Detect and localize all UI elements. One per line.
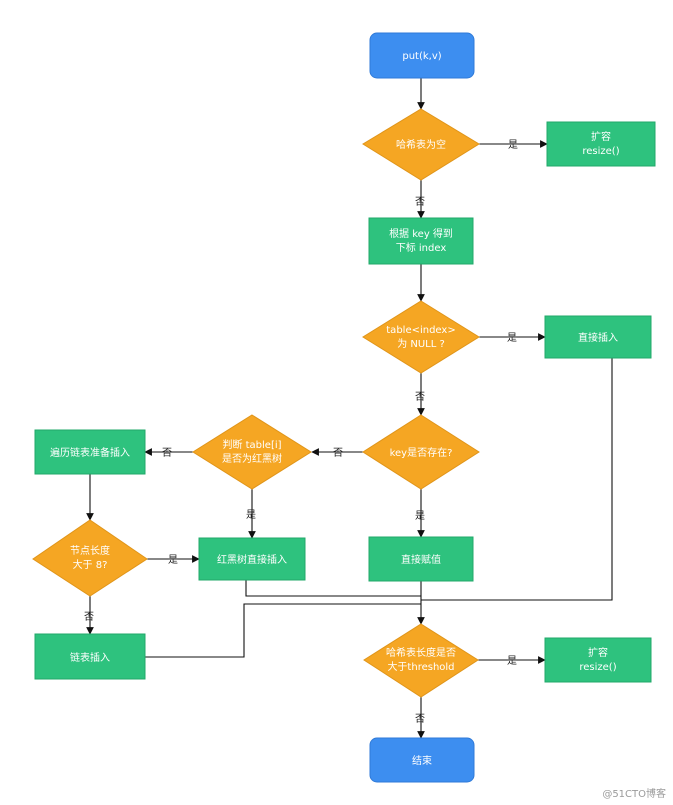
node-resize-bottom[interactable]: 扩容 resize() [544, 637, 652, 683]
node-table-null-line2: 为 NULL ? [397, 338, 445, 350]
edge-label-yes-6: 是 [507, 655, 517, 667]
edge-label-yes-3: 是 [415, 510, 425, 522]
edge-label-no-1: 否 [415, 196, 425, 208]
edge-list-insert-to-threshold [145, 603, 421, 658]
node-is-tree[interactable]: 判断 table[i] 是否为红黑树 [192, 414, 312, 490]
edge-label-yes-4: 是 [246, 509, 256, 521]
node-end[interactable]: 结束 [369, 737, 475, 783]
edge-label-no-6: 否 [415, 713, 425, 725]
node-key-exists-label: key是否存在? [390, 446, 453, 459]
node-is-tree-line1: 判断 table[i] [222, 438, 281, 451]
node-hash-empty[interactable]: 哈希表为空 [362, 108, 480, 181]
node-direct-insert[interactable]: 直接插入 [544, 315, 652, 359]
node-start[interactable]: put(k,v) [369, 32, 475, 79]
edge-tree-insert-to-threshold [245, 580, 421, 597]
nodes: put(k,v) 哈希表为空 扩容 resize() 根据 key 得到 下标 … [32, 32, 656, 783]
node-threshold-line2: 大于threshold [387, 660, 454, 673]
node-direct-insert-label: 直接插入 [578, 331, 618, 344]
node-resize-bottom-line1: 扩容 [588, 646, 608, 659]
node-get-index-line1: 根据 key 得到 [389, 227, 453, 240]
edge-label-no-3: 否 [333, 447, 343, 459]
node-resize-bottom-line2: resize() [579, 662, 616, 673]
node-resize-top-line1: 扩容 [591, 130, 611, 143]
node-tree-insert[interactable]: 红黑树直接插入 [198, 537, 306, 581]
edge-label-no-5: 否 [84, 611, 94, 623]
edge-label-no-2: 否 [415, 391, 425, 403]
node-list-insert-label: 链表插入 [70, 651, 110, 664]
edge-label-yes-2: 是 [507, 332, 517, 344]
node-node-len-line1: 节点长度 [70, 544, 110, 557]
node-traverse-list[interactable]: 遍历链表准备插入 [34, 429, 146, 475]
node-traverse-list-label: 遍历链表准备插入 [50, 446, 130, 459]
node-end-label: 结束 [412, 754, 432, 767]
node-node-len[interactable]: 节点长度 大于 8? [32, 519, 148, 597]
node-get-index[interactable]: 根据 key 得到 下标 index [368, 217, 474, 265]
node-resize-top[interactable]: 扩容 resize() [546, 121, 656, 167]
node-is-tree-line2: 是否为红黑树 [222, 452, 282, 465]
node-get-index-line2: 下标 index [396, 242, 447, 254]
node-tree-insert-label: 红黑树直接插入 [217, 553, 287, 566]
node-threshold[interactable]: 哈希表长度是否 大于threshold [363, 623, 479, 698]
node-hash-empty-label: 哈希表为空 [396, 138, 446, 151]
node-resize-top-line2: resize() [582, 146, 619, 157]
node-table-null-line1: table<index> [386, 325, 455, 336]
edge-direct-insert-to-threshold [421, 358, 613, 601]
node-threshold-line1: 哈希表长度是否 [386, 646, 456, 659]
node-assign-label: 直接赋值 [401, 553, 441, 566]
watermark-text: @51CTO博客 [602, 787, 666, 800]
edges: 是 否 是 否 否 是 否 是 是 否 [84, 78, 613, 739]
edge-label-no-4: 否 [162, 447, 172, 459]
node-table-null[interactable]: table<index> 为 NULL ? [362, 300, 480, 374]
node-assign[interactable]: 直接赋值 [368, 536, 474, 582]
node-list-insert[interactable]: 链表插入 [34, 633, 146, 680]
node-key-exists[interactable]: key是否存在? [362, 414, 480, 490]
edge-label-yes-1: 是 [508, 139, 518, 151]
node-start-label: put(k,v) [402, 51, 441, 62]
edge-label-yes-5: 是 [168, 554, 178, 566]
node-node-len-line2: 大于 8? [73, 558, 108, 571]
